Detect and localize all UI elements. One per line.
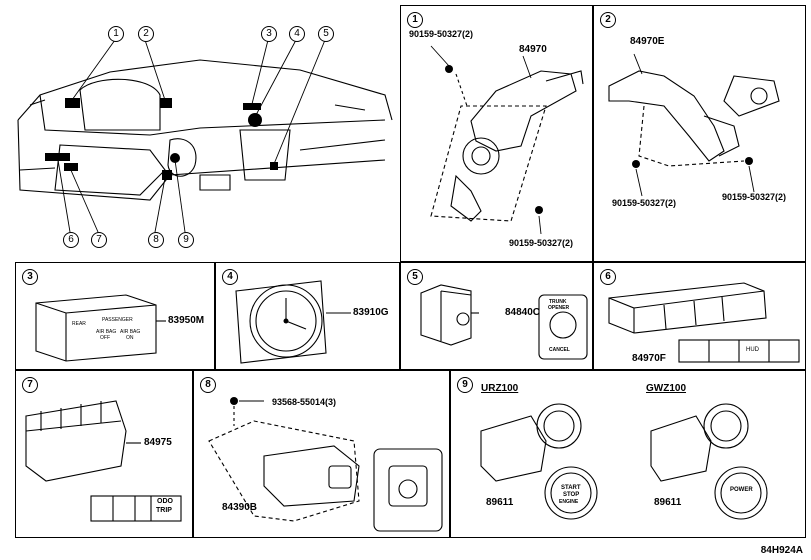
panel-5: 5 84840C TRUNK OPENER CANCEL — [400, 262, 593, 370]
badge-text-cancel: CANCEL — [549, 347, 570, 353]
strip-text-trip: TRIP — [156, 507, 172, 514]
callout-4: 4 — [289, 26, 305, 42]
badge-text-opener: OPENER — [548, 305, 570, 311]
overview-dashboard: 1 2 3 4 5 6 7 8 9 — [0, 0, 400, 260]
callout-9: 9 — [178, 232, 194, 248]
button-text-engine: ENGINE — [559, 499, 579, 505]
switch-text-on: ON — [126, 335, 134, 341]
part-number-89611-left: 89611 — [486, 497, 514, 508]
bolt-label-top: 90159-50327(2) — [409, 29, 474, 39]
switch-text-airbag-on: AIR BAG — [120, 329, 141, 335]
strip-text-odo: ODO — [157, 498, 173, 505]
part-number-83910g: 83910G — [353, 307, 389, 318]
panel-number: 1 — [407, 12, 423, 28]
callout-6: 6 — [63, 232, 79, 248]
part-number-89611-right: 89611 — [654, 497, 682, 508]
bolt-label-right: 90159-50327(2) — [722, 192, 787, 202]
steering-switch-84970e-drawing — [608, 53, 780, 197]
part-number-84975: 84975 — [144, 437, 172, 448]
push-start-switch-drawing — [480, 403, 768, 520]
callout-8: 8 — [148, 232, 164, 248]
airbag-indicator-drawing — [35, 294, 166, 362]
panel-number: 3 — [22, 269, 38, 285]
subtitle-urz100: URZ100 — [481, 383, 519, 394]
panel-4: 4 83910G — [215, 262, 400, 370]
panel-1: 1 90159-50327(2) 84970 90159-50327(2) — [400, 5, 593, 262]
clock-drawing — [235, 280, 351, 364]
button-text-power: POWER — [730, 487, 753, 493]
panel-7: 7 84975 ODO TRIP — [15, 370, 193, 538]
steering-switch-84970-drawing — [430, 45, 584, 235]
reference-code: 84H924A — [760, 545, 803, 556]
panel-8: 8 93568-55014(3) 84390B — [193, 370, 450, 538]
panel-number: 9 — [457, 377, 473, 393]
trunk-opener-switch-drawing — [420, 284, 588, 360]
bolt-label-left: 90159-50327(2) — [612, 198, 677, 208]
callout-1: 1 — [108, 26, 124, 42]
panel-number: 7 — [22, 377, 38, 393]
bolt-label: 93568-55014(3) — [272, 397, 337, 407]
hud-switch-drawing — [608, 282, 800, 363]
switch-text-airbag-off: AIR BAG — [96, 329, 117, 335]
panel-3: 3 REAR PASSENGER AIR BAG OFF AIR BAG ON … — [15, 262, 215, 370]
panel-9: 9 URZ100 GWZ100 89611 89611 START STOP E… — [450, 370, 806, 538]
switch-text-rear: REAR — [72, 321, 86, 327]
panel-number: 2 — [600, 12, 616, 28]
part-number-84840c: 84840C — [505, 307, 541, 318]
panel-number: 4 — [222, 269, 238, 285]
button-text-start: START — [561, 485, 581, 491]
odo-trip-switch-drawing — [25, 400, 182, 522]
switch-text-passenger: PASSENGER — [102, 317, 133, 323]
parking-brake-switch-drawing — [208, 397, 443, 532]
subtitle-gwz100: GWZ100 — [646, 383, 687, 394]
panel-number: 6 — [600, 269, 616, 285]
part-number-84970f: 84970F — [632, 353, 666, 364]
part-number-83950m: 83950M — [168, 315, 205, 326]
badge-text-trunk: TRUNK — [549, 299, 567, 305]
callout-3: 3 — [261, 26, 277, 42]
part-number-84390b: 84390B — [222, 502, 258, 513]
switch-text-off: OFF — [100, 335, 110, 341]
panel-number: 5 — [407, 269, 423, 285]
part-number-84970: 84970 — [519, 44, 547, 55]
panel-number: 8 — [200, 377, 216, 393]
bolt-label-bottom: 90159-50327(2) — [509, 238, 574, 248]
panel-6: 6 84970F HUD — [593, 262, 806, 370]
button-text-stop: STOP — [563, 492, 580, 498]
part-number-84970e: 84970E — [630, 36, 665, 47]
panel-2: 2 84970E 90159-50327(2) 90159-50327(2) — [593, 5, 806, 262]
dashboard-drawing — [17, 39, 393, 233]
strip-text-hud: HUD — [746, 347, 759, 353]
callout-7: 7 — [91, 232, 107, 248]
callout-2: 2 — [138, 26, 154, 42]
callout-5: 5 — [318, 26, 334, 42]
